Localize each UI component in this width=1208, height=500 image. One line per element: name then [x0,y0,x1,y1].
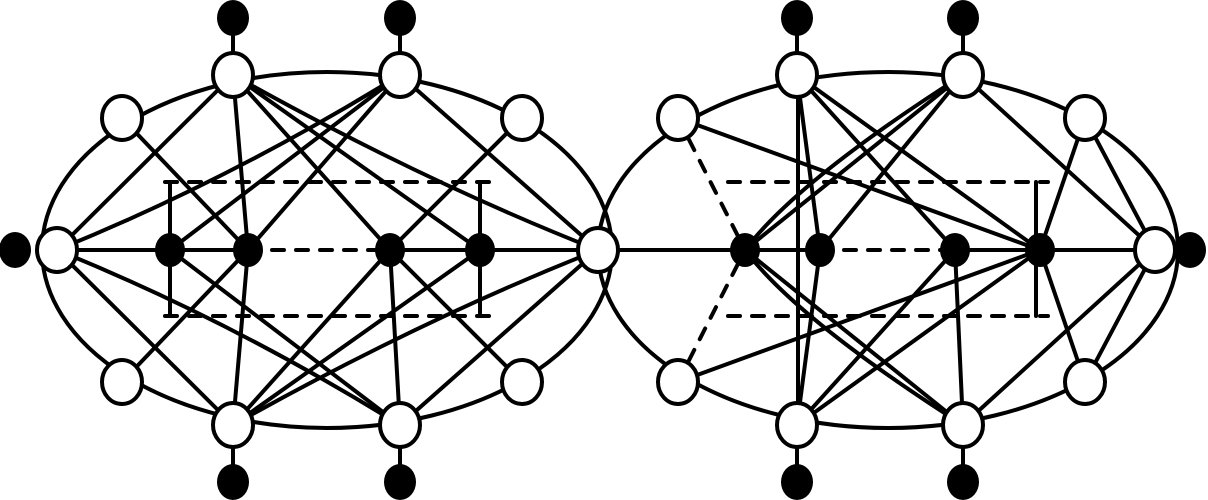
filled-node [940,233,970,267]
filled-node [0,232,31,268]
solid-edge [961,248,1157,427]
filled-node [375,233,405,267]
filled-node [465,233,495,267]
filled-node [781,464,813,500]
solid-edge [55,248,235,427]
open-node [656,358,700,406]
solid-edge [743,248,965,427]
solid-edge [56,73,402,252]
open-node [211,51,255,99]
open-node [1133,226,1177,274]
solid-edge [120,116,250,252]
filled-node [730,233,760,267]
solid-edge [231,73,392,252]
solid-edge [743,73,965,252]
solid-edge [231,248,392,427]
open-node [775,401,819,449]
solid-edge [795,73,957,252]
solid-edge [231,248,250,427]
open-node [378,401,422,449]
edges-layer [40,16,1180,484]
filled-node [947,464,979,500]
solid-edge [795,73,1042,252]
solid-edge [231,73,250,252]
solid-edge [231,248,482,427]
filled-node [384,464,416,500]
open-node [500,358,544,406]
filled-node [155,233,185,267]
open-node [500,94,544,142]
filled-node [947,0,979,36]
solid-edge [231,73,482,252]
filled-node [233,233,263,267]
solid-edge [388,248,402,427]
filled-node [781,0,813,36]
solid-edge [795,248,957,427]
open-node [378,51,422,99]
solid-edge [953,248,965,427]
solid-edge [795,248,1042,427]
open-node [1063,358,1107,406]
filled-node [1025,233,1055,267]
solid-edge [232,248,599,427]
solid-edge [168,248,402,427]
solid-edge [743,73,965,252]
solid-edge [743,248,965,427]
filled-node [1174,232,1206,268]
open-node [1063,94,1107,142]
solid-edge [56,248,402,427]
solid-edge [818,73,965,252]
open-node [100,358,144,406]
solid-edge [1083,248,1157,384]
solid-edge [1083,116,1157,252]
filled-node [384,0,416,36]
open-node [576,226,620,274]
solid-edge [795,248,822,427]
open-node [211,401,255,449]
solid-edge [795,73,822,252]
solid-edge [246,73,402,252]
dashed-edge [676,116,747,252]
open-node [941,401,985,449]
solid-edge [55,73,235,252]
solid-edge [168,73,402,252]
open-node [941,51,985,99]
filled-node [217,464,249,500]
solid-edge [232,73,599,252]
filled-node [217,0,249,36]
solid-edge [120,248,250,384]
open-node [35,226,79,274]
open-node [775,51,819,99]
solid-edge [961,73,1157,252]
solid-edge [398,248,600,427]
open-node [656,94,700,142]
open-node [100,94,144,142]
dashed-edge [676,248,747,384]
filled-node [805,233,835,267]
solid-edge [398,73,600,252]
